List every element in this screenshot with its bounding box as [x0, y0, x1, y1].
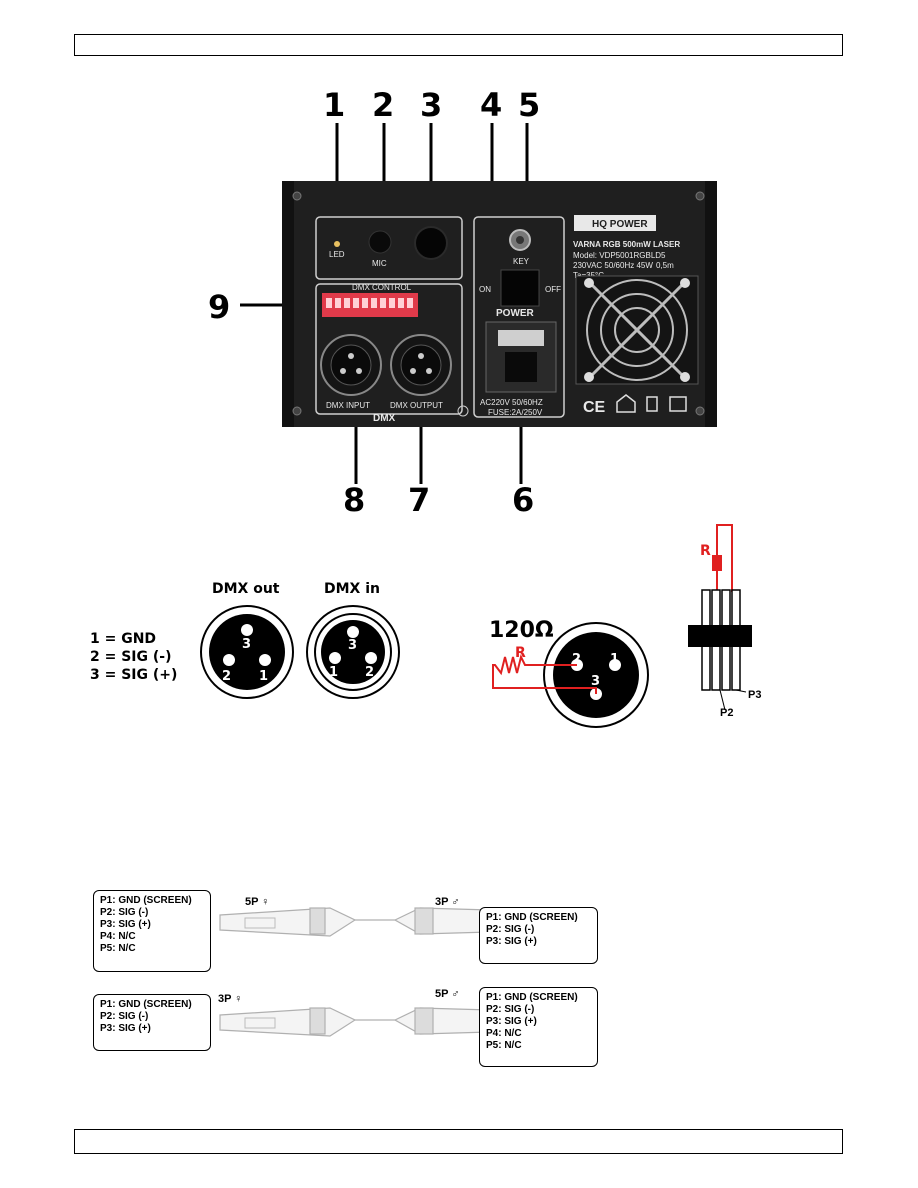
- bottom-right-connector-label: 5P ♂: [435, 988, 460, 1000]
- pinout-line: P4: N/C: [486, 1028, 522, 1039]
- manual-icon: [669, 396, 687, 412]
- pinout-line: P2: SIG (-): [486, 1004, 535, 1015]
- brand-text: HQ POWER: [592, 219, 648, 230]
- callout-7: 7: [408, 481, 431, 519]
- plug-p2-label: P2: [720, 707, 734, 719]
- terminator-pin-1: 1: [610, 652, 619, 667]
- terminator-diagram: 2 1 3: [492, 622, 649, 728]
- callout-2: 2: [372, 86, 395, 124]
- dmx-in-title: DMX in: [324, 581, 380, 597]
- plug-body: [688, 625, 752, 647]
- terminator-pin-2: 2: [572, 652, 581, 667]
- dmx-in-pin-2: 2: [365, 665, 374, 680]
- callout-4: 4: [480, 86, 503, 124]
- rear-panel-illustration: LED MIC DMX CONTROL DMX INPUT DMX OUTPUT…: [240, 123, 717, 484]
- dmx-label: DMX: [373, 413, 396, 424]
- pinout-line: P1: GND (SCREEN): [100, 895, 192, 906]
- led-label: LED: [329, 250, 345, 259]
- callout-9: 9: [208, 288, 231, 326]
- pinout-line: P2: SIG (-): [486, 924, 535, 935]
- pinout-line: P3: SIG (+): [100, 919, 151, 930]
- pin-legend: 1 = GND 2 = SIG (-) 3 = SIG (+): [90, 630, 177, 684]
- pinout-line: P2: SIG (-): [100, 907, 149, 918]
- top-left-connector-label: 5P ♀: [245, 896, 270, 908]
- callout-8: 8: [343, 481, 366, 519]
- top-female-5p-plug: [219, 907, 357, 937]
- dmx-connector-diagrams: 3 2 1 3 1 2: [200, 605, 400, 699]
- dmx-out-pin-2: 2: [222, 669, 231, 684]
- model-number: Model: VDP5001RGBLD5: [573, 251, 666, 260]
- pinout-line: P5: N/C: [486, 1040, 522, 1051]
- led-indicator: [334, 241, 340, 247]
- terminator-resistor-label: R: [515, 645, 526, 661]
- bottom-right-pinout: P1: GND (SCREEN) P2: SIG (-) P3: SIG (+)…: [479, 987, 598, 1067]
- dmx-out-title: DMX out: [212, 581, 280, 597]
- pin-legend-item: 2 = SIG (-): [90, 649, 172, 665]
- pinout-line: P1: GND (SCREEN): [486, 992, 578, 1003]
- power-label: POWER: [496, 308, 535, 319]
- pinout-line: P1: GND (SCREEN): [486, 912, 578, 923]
- fuse-spec-label: FUSE:2A/250V: [488, 408, 543, 417]
- plug-side-diagram: [688, 524, 752, 711]
- plug-resistor: [712, 555, 722, 571]
- pinout-line: P1: GND (SCREEN): [100, 999, 192, 1010]
- terminator-value: 120Ω: [489, 618, 554, 643]
- callout-5: 5: [518, 86, 541, 124]
- pinout-line: P4: N/C: [100, 931, 136, 942]
- pinout-line: P3: SIG (+): [100, 1023, 151, 1034]
- off-label: OFF: [545, 285, 561, 294]
- top-male-3p-plug: [393, 907, 491, 935]
- top-left-pinout: P1: GND (SCREEN) P2: SIG (-) P3: SIG (+)…: [93, 890, 211, 972]
- pinout-line: P3: SIG (+): [486, 1016, 537, 1027]
- bottom-left-connector-label: 3P ♀: [218, 993, 243, 1005]
- distance-spec: 0,5m: [656, 261, 674, 270]
- pin-legend-item: 3 = SIG (+): [90, 667, 178, 683]
- pinout-line: P2: SIG (-): [100, 1011, 149, 1022]
- brand-logo: [574, 215, 656, 231]
- voltage-spec: 230VAC 50/60Hz 45W: [573, 261, 653, 270]
- dmx-input-label: DMX INPUT: [326, 401, 370, 410]
- dmx-output-label: DMX OUTPUT: [390, 401, 443, 410]
- top-right-connector-label: 3P ♂: [435, 896, 460, 908]
- ground-icon: [457, 405, 469, 417]
- callout-3: 3: [420, 86, 443, 124]
- dmx-in-pin-3: 3: [348, 638, 357, 653]
- dmx-control-label: DMX CONTROL: [352, 283, 412, 292]
- mic-label: MIC: [372, 259, 387, 268]
- on-label: ON: [479, 285, 491, 294]
- terminator-resistor-wire: [492, 654, 597, 694]
- callout-1: 1: [323, 86, 346, 124]
- bottom-female-3p-plug: [219, 1007, 357, 1037]
- page-footer-box: [74, 1129, 843, 1154]
- terminator-pin-3: 3: [591, 674, 600, 689]
- dmx-out-pin-1: 1: [259, 669, 268, 684]
- bottom-left-pinout: P1: GND (SCREEN) P2: SIG (-) P3: SIG (+): [93, 994, 211, 1051]
- key-label: KEY: [513, 257, 530, 266]
- mic-sensor: [368, 230, 392, 254]
- plug-p3-label: P3: [748, 689, 762, 701]
- dmx-in-pin-1: 1: [329, 665, 338, 680]
- page-header-box: [74, 34, 843, 56]
- pinout-line: P5: N/C: [100, 943, 136, 954]
- power-switch: [500, 269, 540, 307]
- callout-6: 6: [512, 481, 535, 519]
- top-right-pinout: P1: GND (SCREEN) P2: SIG (-) P3: SIG (+): [479, 907, 598, 964]
- plug-resistor-label: R: [700, 543, 711, 559]
- pinout-line: P3: SIG (+): [486, 936, 537, 947]
- ce-mark: CE: [583, 399, 606, 416]
- mic-knob: [414, 226, 448, 260]
- adapter-cables-illustration: [219, 907, 491, 1037]
- dmx-out-pin-3: 3: [242, 637, 251, 652]
- home-icon: [616, 394, 636, 413]
- bottom-male-5p-plug: [393, 1007, 491, 1035]
- ac-spec-label: AC220V 50/60HZ: [480, 398, 543, 407]
- model-title: VARNA RGB 500mW LASER: [573, 240, 680, 249]
- pin-legend-item: 1 = GND: [90, 631, 157, 647]
- weee-icon: [646, 396, 658, 412]
